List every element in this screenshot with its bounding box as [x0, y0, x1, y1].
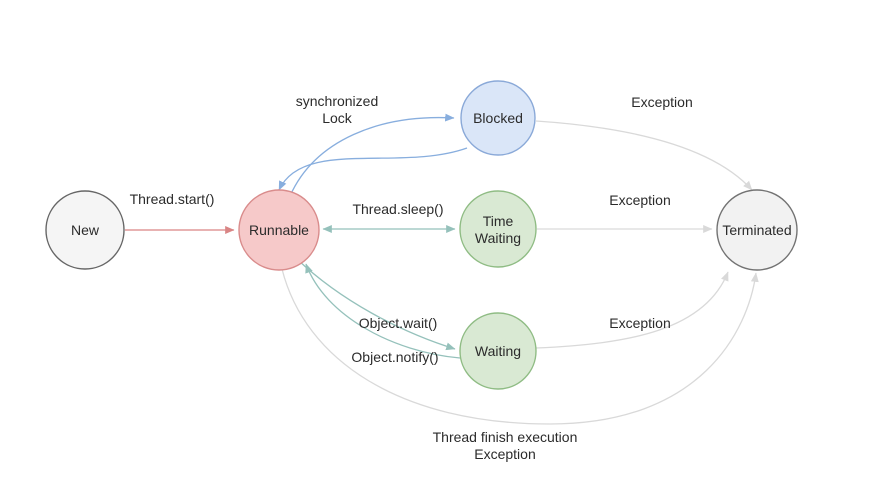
state-new: New [45, 190, 125, 270]
state-blocked: Blocked [460, 80, 536, 156]
label-exception-time-waiting: Exception [609, 192, 670, 208]
state-new-circle [45, 190, 125, 270]
state-runnable-circle [238, 189, 320, 271]
edge-runnable-to-terminated [281, 268, 759, 425]
state-terminated-circle [716, 189, 798, 271]
label-object-notify: Object.notify() [351, 349, 438, 365]
state-blocked-circle [460, 80, 536, 156]
state-time-waiting-circle [459, 190, 537, 268]
label-finish-line1: Thread finish execution [433, 429, 578, 445]
edge-runnable-to-waiting [296, 258, 456, 351]
label-synchronized-line1: synchronized [296, 93, 379, 109]
label-exception-blocked: Exception [631, 94, 692, 110]
edge-waiting-to-terminated [535, 271, 729, 349]
edge-waiting-to-runnable [305, 263, 461, 359]
state-terminated-label: Terminated [722, 222, 791, 238]
state-blocked-label: Blocked [473, 110, 523, 126]
state-waiting: Waiting [459, 312, 537, 390]
edge-blocked-to-terminated [535, 120, 753, 191]
state-runnable: Runnable [238, 189, 320, 271]
state-terminated: Terminated [716, 189, 798, 271]
state-time-waiting-label-line2: Waiting [475, 230, 521, 246]
label-thread-start: Thread.start() [130, 191, 215, 207]
label-exception-waiting: Exception [609, 315, 670, 331]
edge-blocked-to-runnable [278, 147, 468, 191]
label-object-wait: Object.wait() [359, 315, 438, 331]
state-time-waiting: Time Waiting [459, 190, 537, 268]
state-runnable-label: Runnable [249, 222, 309, 238]
state-waiting-label: Waiting [475, 343, 521, 359]
state-new-label: New [71, 222, 100, 238]
state-waiting-circle [459, 312, 537, 390]
state-time-waiting-label-line1: Time [483, 213, 514, 229]
label-finish-line2: Exception [474, 446, 535, 462]
edge-runnable-to-blocked [289, 113, 455, 197]
label-synchronized-line2: Lock [322, 110, 353, 126]
label-thread-sleep: Thread.sleep() [352, 201, 443, 217]
